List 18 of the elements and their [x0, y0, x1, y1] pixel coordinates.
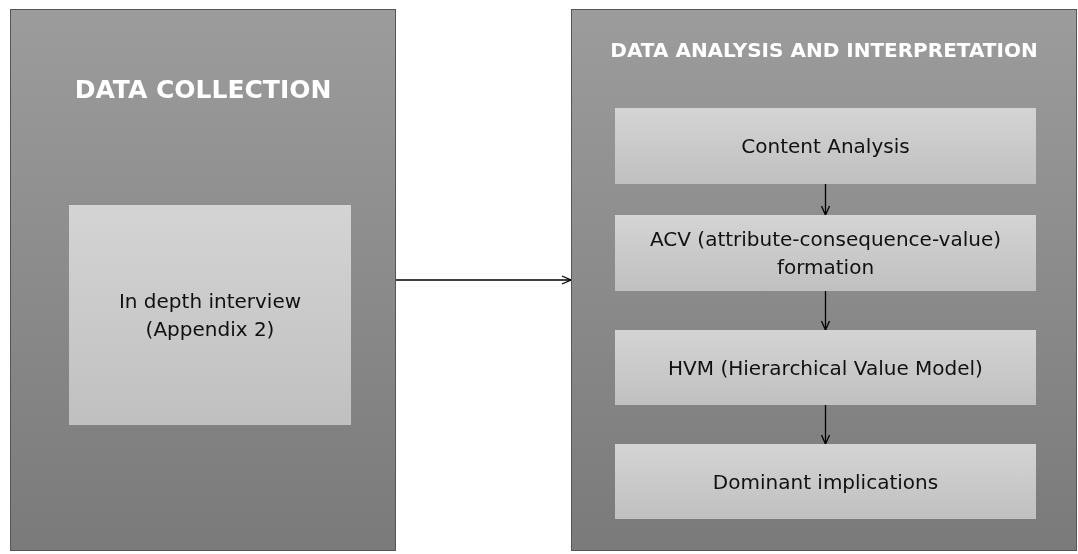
process-box [615, 330, 1036, 405]
process-box [615, 215, 1036, 291]
panel-heading: DATA ANALYSIS AND INTERPRETATION [609, 38, 1039, 62]
process-box [615, 108, 1036, 184]
process-box [69, 205, 351, 425]
panel-heading: DATA COLLECTION [73, 74, 333, 104]
arrow [395, 275, 572, 285]
arrow [820, 404, 831, 445]
box-label: ACV (attribute-consequence-value) formation [649, 226, 1002, 281]
group-panel [571, 9, 1077, 551]
box-label: HVM (Hierarchical Value Model) [667, 354, 984, 382]
box-label: Content Analysis [740, 133, 911, 160]
box-label: In depth interview (Appendix 2) [117, 288, 303, 343]
process-box [615, 444, 1036, 519]
box-label: Dominant implications [711, 468, 940, 496]
group-panel [10, 9, 396, 551]
arrow [820, 290, 831, 331]
arrow [820, 183, 831, 216]
